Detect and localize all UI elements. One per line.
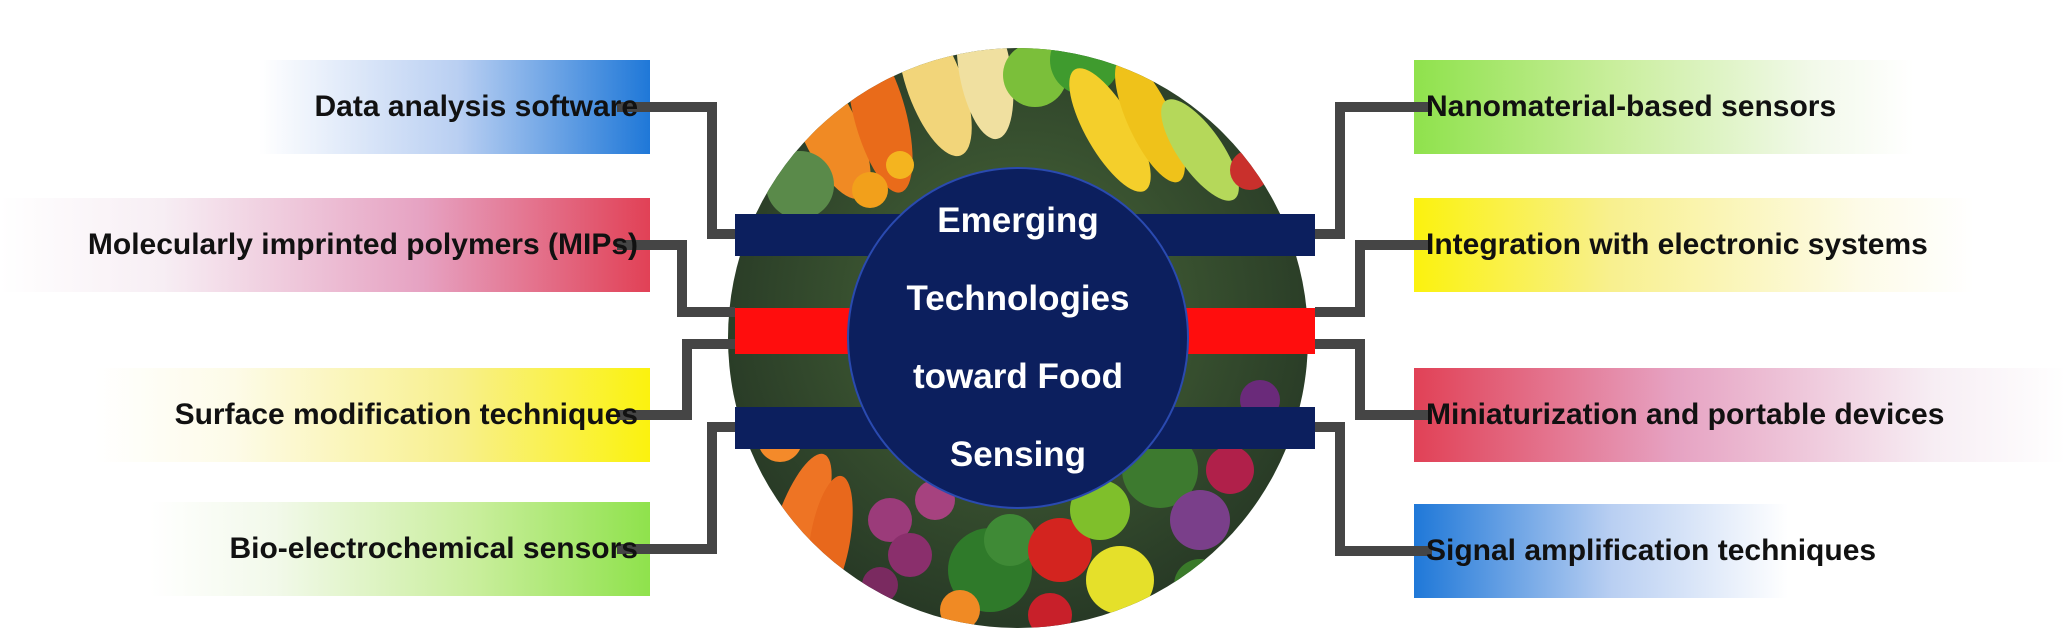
- left-box-bio-electrochemical: Bio-electrochemical sensors: [150, 502, 650, 596]
- left-box-mips: Molecularly imprinted polymers (MIPs): [0, 198, 650, 292]
- center-title-line-1: Emerging: [937, 201, 1099, 240]
- left-label-data-analysis: Data analysis software: [314, 90, 638, 123]
- left-label-mips: Molecularly imprinted polymers (MIPs): [87, 228, 638, 261]
- left-box-surface-modification: Surface modification techniques: [95, 368, 650, 462]
- right-connectors: [1315, 102, 1432, 556]
- center-title-line-4: Sensing: [949, 435, 1087, 474]
- right-label-nanomaterial: Nanomaterial-based sensors: [1426, 90, 1837, 123]
- right-label-electronic-integration: Integration with electronic systems: [1426, 228, 1928, 261]
- right-box-electronic-integration: Integration with electronic systems: [1414, 198, 1974, 292]
- left-box-data-analysis: Data analysis software: [225, 60, 650, 154]
- right-box-signal-amplification: Signal amplification techniques: [1414, 504, 1876, 598]
- center-circle: [847, 167, 1189, 509]
- left-label-bio-electrochemical: Bio-electrochemical sensors: [229, 532, 638, 565]
- center-title: Emerging Technologies toward Food Sensin…: [848, 168, 1188, 508]
- right-box-nanomaterial: Nanomaterial-based sensors: [1414, 60, 1914, 154]
- center-title-line-3: toward Food: [913, 357, 1123, 396]
- left-connectors: [617, 102, 735, 554]
- center-title-line-2: Technologies: [906, 279, 1130, 318]
- left-label-surface-modification: Surface modification techniques: [174, 398, 638, 431]
- right-label-signal-amplification: Signal amplification techniques: [1426, 534, 1877, 567]
- right-box-miniaturization: Miniaturization and portable devices: [1414, 368, 2066, 462]
- right-label-miniaturization: Miniaturization and portable devices: [1426, 398, 1945, 431]
